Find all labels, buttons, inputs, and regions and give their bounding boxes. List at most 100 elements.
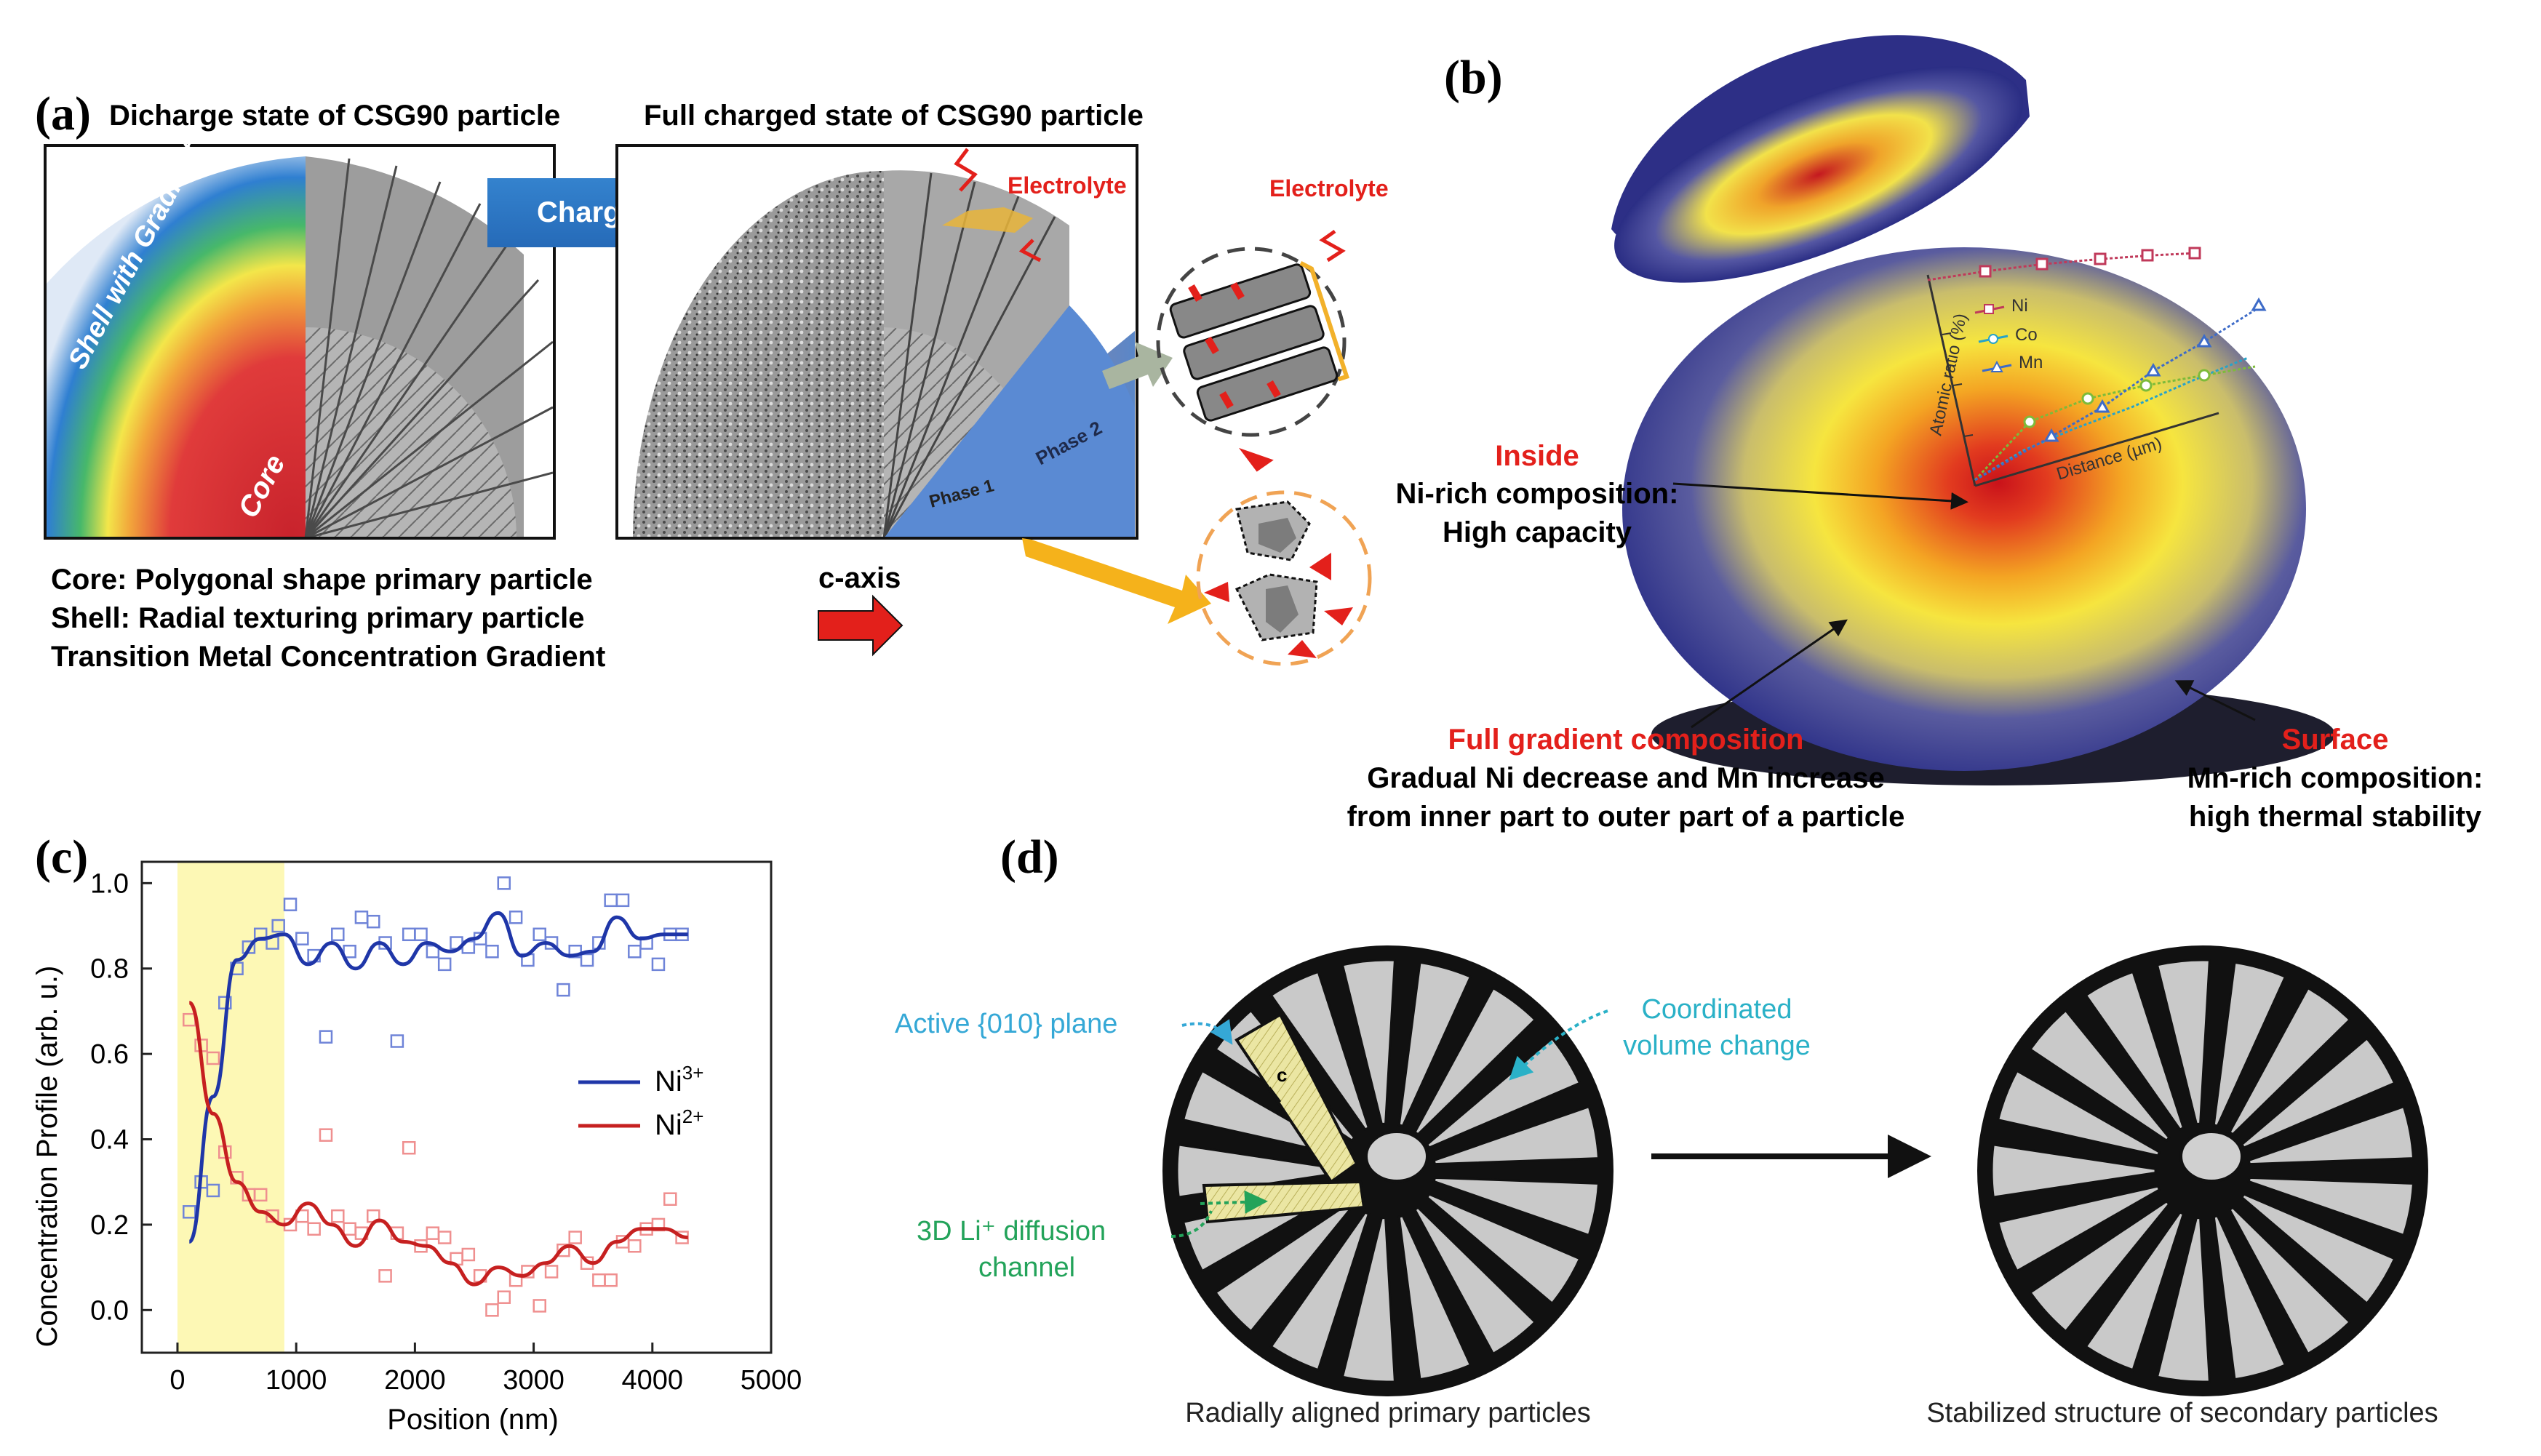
x-tick-label: 2000 — [384, 1365, 446, 1396]
charged-particle-image: Phase 1 Phase 2 Electrolyte — [615, 144, 1138, 540]
data-point — [271, 919, 285, 933]
primary-particle — [2228, 986, 2352, 1136]
particle-stabilized — [1977, 945, 2428, 1396]
primary-particle — [1269, 1211, 1371, 1372]
data-point — [253, 1188, 268, 1202]
data-point — [532, 1299, 546, 1313]
panel-d: (d) c Active {010} plane Coordinated vol… — [895, 831, 2438, 1428]
data-point — [628, 1239, 642, 1253]
desc-line-1: Core: Polygonal shape primary particle — [51, 564, 593, 596]
x-tick-label: 0 — [169, 1365, 185, 1396]
primary-particle — [2084, 970, 2185, 1131]
primary-particle — [2028, 1199, 2171, 1333]
primary-particle — [1341, 1216, 1396, 1383]
data-point — [544, 1265, 559, 1279]
panel-d-letter: (d) — [1000, 831, 1059, 884]
data-point — [390, 1034, 404, 1048]
data-point — [206, 1051, 220, 1065]
caption-left: Radially aligned primary particles — [1185, 1398, 1591, 1428]
series-line — [188, 1001, 688, 1287]
primary-particle — [1397, 961, 1472, 1128]
data-point — [592, 1273, 606, 1287]
primary-particle — [2084, 1211, 2185, 1372]
lower-dashed-circle — [1196, 447, 1372, 666]
gradient-pointer — [1691, 619, 1848, 729]
diffusion-label-1: 3D Li⁺ diffusion — [917, 1216, 1106, 1247]
data-point — [343, 945, 356, 959]
diffusion-channel-wedge — [1202, 1180, 1366, 1224]
primary-particle — [2247, 1176, 2415, 1237]
electrolyte-label-1: Electrolyte — [1008, 172, 1127, 199]
data-point — [651, 957, 666, 972]
data-point — [378, 1269, 392, 1283]
legend-ni3-label: Ni3+ — [655, 1062, 703, 1097]
inside-desc-1: Ni-rich composition: — [1396, 478, 1679, 510]
active-plane-wedge — [1234, 1012, 1359, 1184]
data-point — [206, 1183, 220, 1198]
diffusion-pointer-2 — [1200, 1190, 1268, 1214]
data-point — [402, 1141, 416, 1155]
legend-ni2-label: Ni2+ — [655, 1105, 703, 1141]
primary-particle — [1990, 1143, 2157, 1199]
primary-particle — [1425, 1193, 1581, 1305]
data-point — [402, 927, 416, 942]
coordinated-pointer — [1509, 1009, 1608, 1081]
primary-particle — [1996, 1069, 2161, 1157]
x-tick-label: 4000 — [622, 1365, 684, 1396]
data-point — [266, 1209, 279, 1223]
primary-particle — [2228, 1206, 2352, 1356]
data-point — [604, 1273, 618, 1287]
c-axis-arrow — [818, 594, 903, 657]
inside-desc-2: High capacity — [1443, 516, 1632, 548]
c-axis-small-label: c — [1277, 1064, 1287, 1086]
primary-particle — [1269, 970, 1371, 1131]
data-point — [295, 932, 309, 945]
caption-right: Stabilized structure of secondary partic… — [1926, 1398, 2438, 1428]
primary-particle — [1425, 1036, 1581, 1149]
data-point — [568, 945, 582, 959]
data-point — [461, 1247, 476, 1262]
primary-particle — [1413, 986, 1537, 1136]
diffusion-label-2: channel — [978, 1252, 1075, 1283]
primary-particle — [1996, 1185, 2161, 1273]
panel-c-letter: (c) — [35, 831, 88, 884]
data-point — [319, 1128, 333, 1142]
data-point — [331, 927, 345, 942]
coordinated-label-2: volume change — [1623, 1031, 1811, 1061]
electrolyte-squiggle-3 — [1319, 229, 1346, 263]
primary-particle — [1432, 1176, 1600, 1237]
data-point — [354, 911, 369, 924]
coordinated-label-1: Coordinated — [1641, 994, 1792, 1025]
upper-dashed-circle: Electrolyte — [1156, 175, 1389, 437]
electrolyte-squiggle-2 — [1018, 239, 1042, 263]
transition-arrow-head — [1888, 1135, 1931, 1178]
data-point — [242, 940, 256, 954]
active-plane-label: Active {010} plane — [895, 1009, 1117, 1039]
data-point — [343, 1222, 356, 1236]
data-point — [307, 1222, 321, 1236]
data-point — [437, 957, 452, 972]
inside-pointer — [1672, 482, 1968, 510]
y-tick-label: 0.0 — [90, 1295, 129, 1326]
primary-particle — [2155, 959, 2211, 1126]
primary-particle — [1432, 1105, 1600, 1166]
data-point — [331, 1209, 345, 1223]
data-point — [497, 876, 511, 890]
data-point — [557, 1243, 570, 1257]
gradient-desc-1: Gradual Ni decrease and Mn increase — [1367, 762, 1884, 794]
data-point — [426, 1226, 440, 1240]
inset-legend-mn: Mn — [2019, 353, 2043, 372]
series-line — [187, 911, 688, 1244]
desc-line-2: Shell: Radial texturing primary particle — [51, 602, 585, 634]
y-tick-label: 1.0 — [90, 868, 129, 899]
primary-particle — [2240, 1036, 2396, 1149]
data-point — [437, 1231, 452, 1244]
primary-particle — [2240, 1193, 2396, 1305]
surface-pointer — [2174, 680, 2256, 721]
data-point — [508, 911, 523, 924]
yellow-arrow — [1022, 538, 1211, 624]
y-tick-label: 0.4 — [90, 1125, 129, 1156]
electrolyte-label-2: Electrolyte — [1269, 175, 1389, 201]
sphere-cap — [1611, 35, 2030, 283]
